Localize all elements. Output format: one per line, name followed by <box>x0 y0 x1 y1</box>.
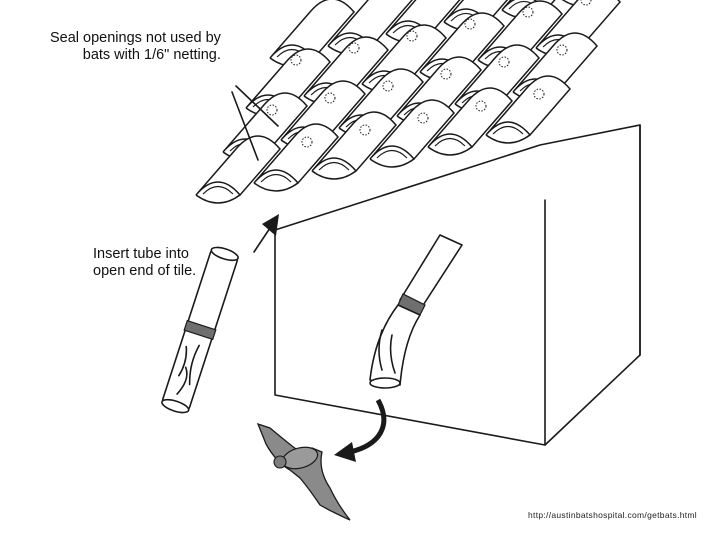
netting-patch <box>522 6 534 18</box>
netting-patch <box>498 56 510 68</box>
netting-patch <box>382 80 394 92</box>
netting-patch <box>556 44 568 56</box>
source-url: http://austinbatshospital.com/getbats.ht… <box>528 510 697 520</box>
netting-patch <box>301 136 313 148</box>
netting-patch <box>440 68 452 80</box>
netting-patch <box>348 42 360 54</box>
roof-tile <box>485 75 571 144</box>
roof-tile <box>253 123 339 192</box>
tube-icon <box>161 246 239 414</box>
netting-patch <box>324 92 336 104</box>
seal-label-line-1: Seal openings not used by <box>50 30 221 46</box>
netting-patch <box>464 18 476 30</box>
seal-label-line-2: bats with 1/6" netting. <box>82 47 221 63</box>
netting-icon <box>266 0 592 148</box>
netting-patch <box>359 124 371 136</box>
netting-patch <box>266 104 278 116</box>
insert-tube-label: Insert tube into open end of tile. <box>93 246 196 280</box>
roof-tiles <box>195 0 621 204</box>
insert-label-line-1: Insert tube into <box>93 246 189 262</box>
installed-tube <box>369 234 463 389</box>
roof-tile <box>369 99 455 168</box>
roof-tile <box>427 87 513 156</box>
netting-patch <box>533 88 545 100</box>
seal-leader-lines <box>231 85 279 161</box>
netting-patch <box>406 30 418 42</box>
seal-openings-label: Seal openings not used by bats with 1/6"… <box>50 30 221 64</box>
netting-patch <box>475 100 487 112</box>
netting-patch <box>417 112 429 124</box>
netting-patch <box>290 54 302 66</box>
bat-exit-arrow-icon <box>334 398 387 462</box>
insert-label-line-2: open end of tile. <box>93 263 197 279</box>
roof-tile <box>195 135 281 204</box>
bat-icon <box>256 422 351 521</box>
building <box>274 124 641 446</box>
roof-tile <box>311 111 397 180</box>
arrow-icon <box>253 214 279 253</box>
